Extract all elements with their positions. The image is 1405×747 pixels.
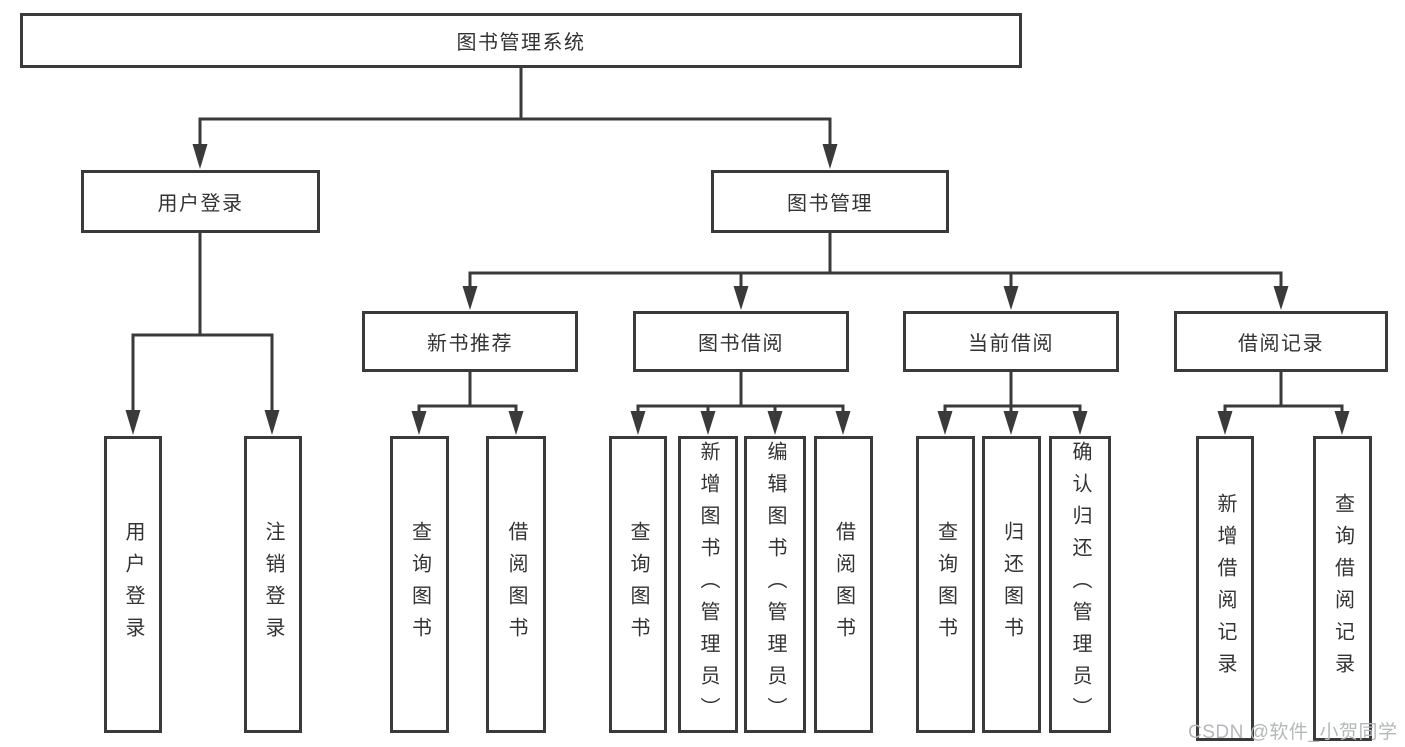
leaf-query-books-current-label: 查询图书 <box>934 520 957 649</box>
leaf-borrow-books: 借阅图书 <box>814 436 873 733</box>
leaf-confirm-return-admin: 确认归还（管理员） <box>1049 436 1111 733</box>
edge-book-management-children <box>462 231 1289 310</box>
csdn-watermark: CSDN @软件_小贺同学 <box>1188 722 1398 743</box>
node-user-login: 用户登录 <box>81 170 320 233</box>
leaf-query-borrow-record-label: 查询借阅记录 <box>1331 492 1354 685</box>
leaf-edit-book-admin-label: 编辑图书（管理员） <box>764 440 786 729</box>
node-borrow-records-label: 借阅记录 <box>1238 333 1324 355</box>
leaf-edit-book-admin: 编辑图书（管理员） <box>744 436 806 733</box>
node-new-book-recommend: 新书推荐 <box>362 311 578 372</box>
leaf-query-books-borrow: 查询图书 <box>609 436 667 733</box>
edge-current-borrow-children <box>937 370 1088 435</box>
leaf-user-login-label: 用户登录 <box>122 520 144 649</box>
node-borrow-records: 借阅记录 <box>1174 311 1388 372</box>
node-user-login-label: 用户登录 <box>157 193 244 215</box>
leaf-query-books-borrow-label: 查询图书 <box>627 520 649 649</box>
node-root-label: 图书管理系统 <box>456 32 586 54</box>
node-book-borrow-label: 图书借阅 <box>698 333 784 355</box>
edge-borrow-records-children <box>1217 370 1350 435</box>
leaf-logout: 注销登录 <box>244 436 302 733</box>
leaf-add-borrow-record-label: 新增借阅记录 <box>1214 492 1236 685</box>
leaf-logout-label: 注销登录 <box>262 520 284 649</box>
leaf-query-books-recommend-label: 查询图书 <box>408 520 431 649</box>
leaf-borrow-books-recommend-label: 借阅图书 <box>505 520 527 649</box>
edge-book-borrow-children <box>630 370 851 435</box>
leaf-query-borrow-record: 查询借阅记录 <box>1313 436 1372 741</box>
leaf-return-book-label: 归还图书 <box>1000 520 1023 649</box>
leaf-query-books-recommend: 查询图书 <box>390 436 449 733</box>
edge-new-book-recommend-children <box>411 370 524 435</box>
leaf-user-login: 用户登录 <box>104 436 162 733</box>
node-current-borrow: 当前借阅 <box>903 311 1119 372</box>
leaf-add-book-admin: 新增图书（管理员） <box>678 436 738 733</box>
node-current-borrow-label: 当前借阅 <box>968 333 1054 355</box>
node-root-library-system: 图书管理系统 <box>20 13 1022 68</box>
edge-user-login-children <box>125 231 280 435</box>
node-new-book-recommend-label: 新书推荐 <box>427 333 513 355</box>
leaf-confirm-return-admin-label: 确认归还（管理员） <box>1069 440 1091 729</box>
node-book-management: 图书管理 <box>711 170 949 233</box>
leaf-borrow-books-recommend: 借阅图书 <box>486 436 546 733</box>
leaf-borrow-books-label: 借阅图书 <box>832 520 855 649</box>
edge-root-to-level2 <box>192 66 838 169</box>
leaf-return-book: 归还图书 <box>982 436 1041 733</box>
leaf-add-borrow-record: 新增借阅记录 <box>1196 436 1254 741</box>
node-book-management-label: 图书管理 <box>787 193 873 215</box>
leaf-query-books-current: 查询图书 <box>916 436 975 733</box>
leaf-add-book-admin-label: 新增图书（管理员） <box>697 440 719 729</box>
node-book-borrow: 图书借阅 <box>633 311 849 372</box>
